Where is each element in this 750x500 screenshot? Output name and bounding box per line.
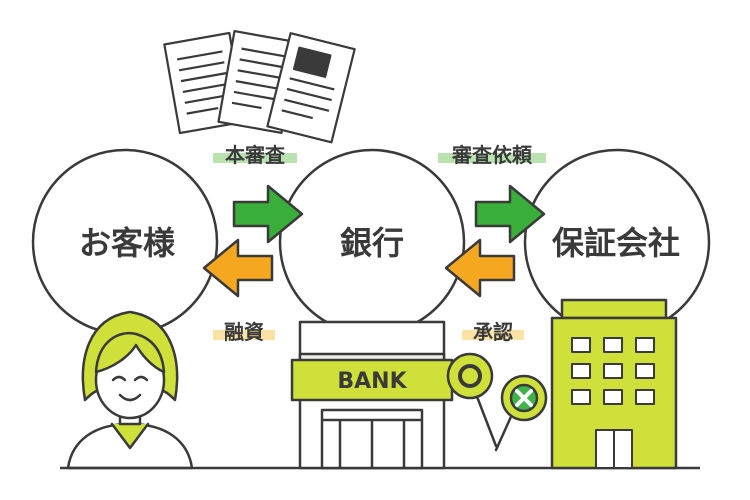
screening-request-label-bg [438,153,546,163]
documents-icon [163,30,356,144]
bank-sign-label: BANK [337,369,407,394]
arrow-right-icon [474,184,546,244]
approval-label-bg [462,330,524,340]
arrow-left-icon [444,238,516,298]
bank-building [290,320,454,470]
screening-label: 本審査 [225,143,285,167]
guarantor-label: 保証会社 [552,224,680,262]
circle-magnifier-icon [446,352,498,448]
approval-label: 承認 [473,320,513,344]
guarantor-building [550,298,678,470]
screening-label-bg [213,153,297,163]
arrow-left-icon [202,238,274,298]
financing-label-bg [213,330,275,340]
customer-avatar [66,310,194,470]
cross-magnifier-icon [494,374,548,452]
screening-request-label: 審査依頼 [451,143,533,167]
arrow-right-icon [232,184,304,244]
customer-label: お客様 [79,224,176,262]
financing-label: 融資 [224,320,264,344]
bank-label: 銀行 [340,224,404,262]
